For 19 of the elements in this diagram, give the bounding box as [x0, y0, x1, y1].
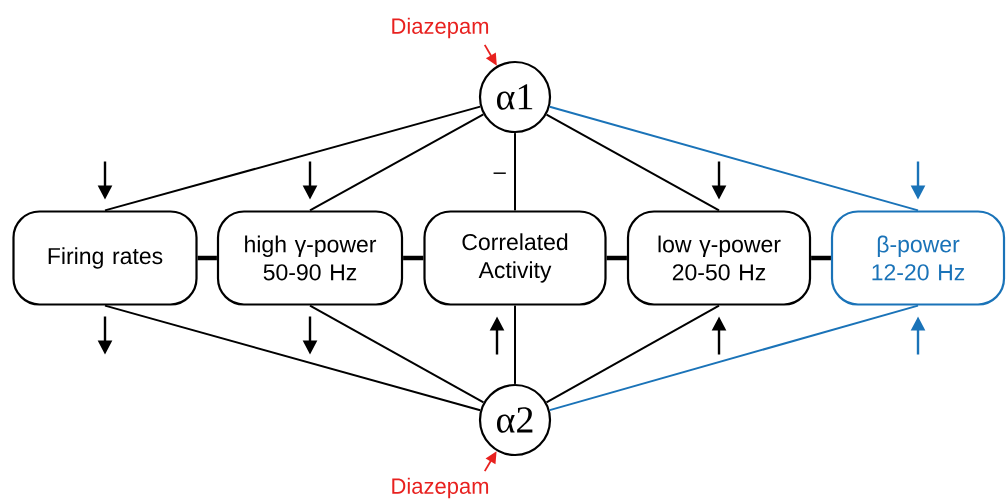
measure-box: β-power 12-20 Hz [830, 210, 1006, 306]
connector-line [514, 304, 516, 385]
drug-label: Diazepam [392, 17, 489, 39]
connector-line [548, 304, 919, 412]
measure-box: Firing rates [12, 210, 198, 306]
connector-line [104, 105, 482, 212]
link-bar [811, 255, 831, 261]
measure-box: high γ-power 50-90 Hz [216, 210, 404, 306]
edge-label: – [492, 171, 507, 180]
link-bar [403, 255, 424, 261]
connector-line [104, 304, 482, 412]
link-bar [606, 255, 627, 261]
connector-line [514, 132, 516, 212]
connector-line [548, 105, 919, 212]
measure-box: low γ-power 20-50 Hz [626, 210, 812, 306]
link-bar [197, 255, 217, 261]
measure-box: Correlated Activity [423, 210, 607, 306]
connector-line [309, 304, 485, 404]
drug-label: Diazepam [392, 477, 489, 499]
